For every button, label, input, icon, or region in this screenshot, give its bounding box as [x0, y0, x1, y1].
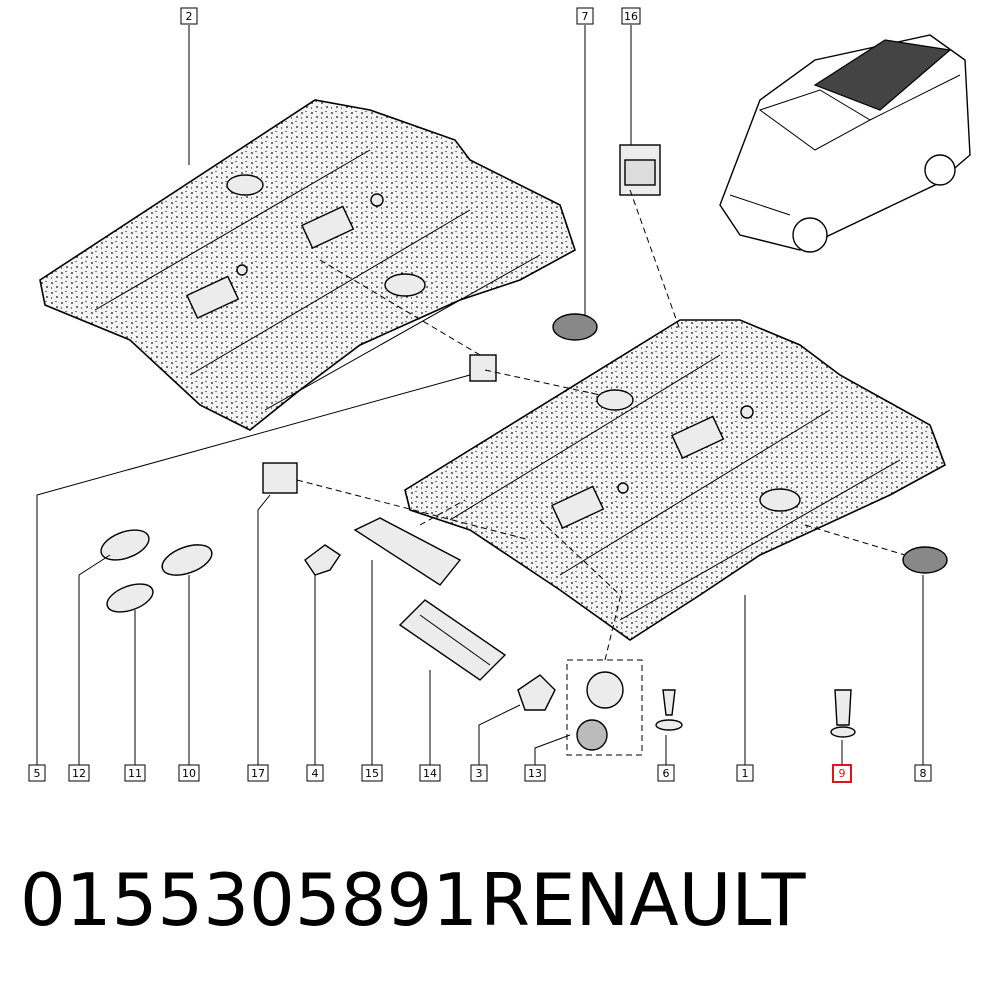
callout-label: 17 [251, 767, 265, 780]
callout-14: 14 [419, 764, 441, 782]
cover-11 [106, 583, 154, 613]
footer: 0155305891 RENAULT [0, 845, 1000, 955]
callout-6: 6 [657, 764, 675, 782]
callout-16: 16 [621, 7, 641, 25]
callout-label: 14 [423, 767, 437, 780]
callout-label: 4 [312, 767, 319, 780]
callout-label: 6 [663, 767, 670, 780]
van-illustration [719, 34, 971, 253]
headliner-panel-2 [39, 99, 576, 431]
callout-17: 17 [247, 764, 269, 782]
callout-2: 2 [180, 7, 198, 25]
callout-12: 12 [68, 764, 90, 782]
callout-label: 15 [365, 767, 379, 780]
callout-label: 2 [186, 10, 193, 23]
brand-name: RENAULT [480, 858, 806, 942]
cover-12 [100, 529, 150, 561]
clip-5 [469, 354, 497, 382]
callout-5: 5 [28, 764, 46, 782]
callout-label: 12 [72, 767, 86, 780]
callout-label: 13 [528, 767, 542, 780]
clip-17 [262, 462, 298, 494]
fastener-9 [830, 689, 856, 738]
clip-4 [304, 544, 341, 576]
clip-3 [517, 674, 556, 711]
parts-diagram: 2 7 16 5 12 11 10 17 [28, 7, 971, 783]
headliner-panel-1 [404, 319, 946, 641]
callout-7: 7 [576, 7, 594, 25]
callout-label: 8 [920, 767, 927, 780]
callout-4: 4 [306, 764, 324, 782]
callout-11: 11 [124, 764, 146, 782]
callout-label: 9 [839, 767, 846, 780]
callout-9: 9 [832, 764, 852, 783]
screw-6 [655, 689, 683, 731]
callout-label: 5 [34, 767, 41, 780]
assembly-lines [296, 189, 906, 661]
callout-label: 11 [128, 767, 142, 780]
callout-label: 10 [182, 767, 196, 780]
part-number: 0155305891 [20, 858, 479, 942]
callout-label: 1 [742, 767, 749, 780]
frame-15 [353, 517, 462, 586]
grille-8 [902, 546, 948, 574]
grille-7 [552, 313, 598, 341]
callout-label: 7 [582, 10, 589, 23]
callout-label: 3 [476, 767, 483, 780]
callout-1: 1 [736, 764, 754, 782]
cover-10 [161, 544, 213, 576]
callout-10: 10 [178, 764, 200, 782]
leader-lines [36, 25, 924, 765]
callout-13: 13 [524, 764, 546, 782]
clip-16 [619, 144, 661, 196]
callout-label: 16 [624, 10, 638, 23]
callout-15: 15 [361, 764, 383, 782]
callout-8: 8 [914, 764, 932, 782]
vent-14 [398, 599, 507, 681]
grommets-13 [566, 659, 643, 756]
callout-3: 3 [470, 764, 488, 782]
callouts: 2 7 16 5 12 11 10 17 [28, 7, 932, 783]
